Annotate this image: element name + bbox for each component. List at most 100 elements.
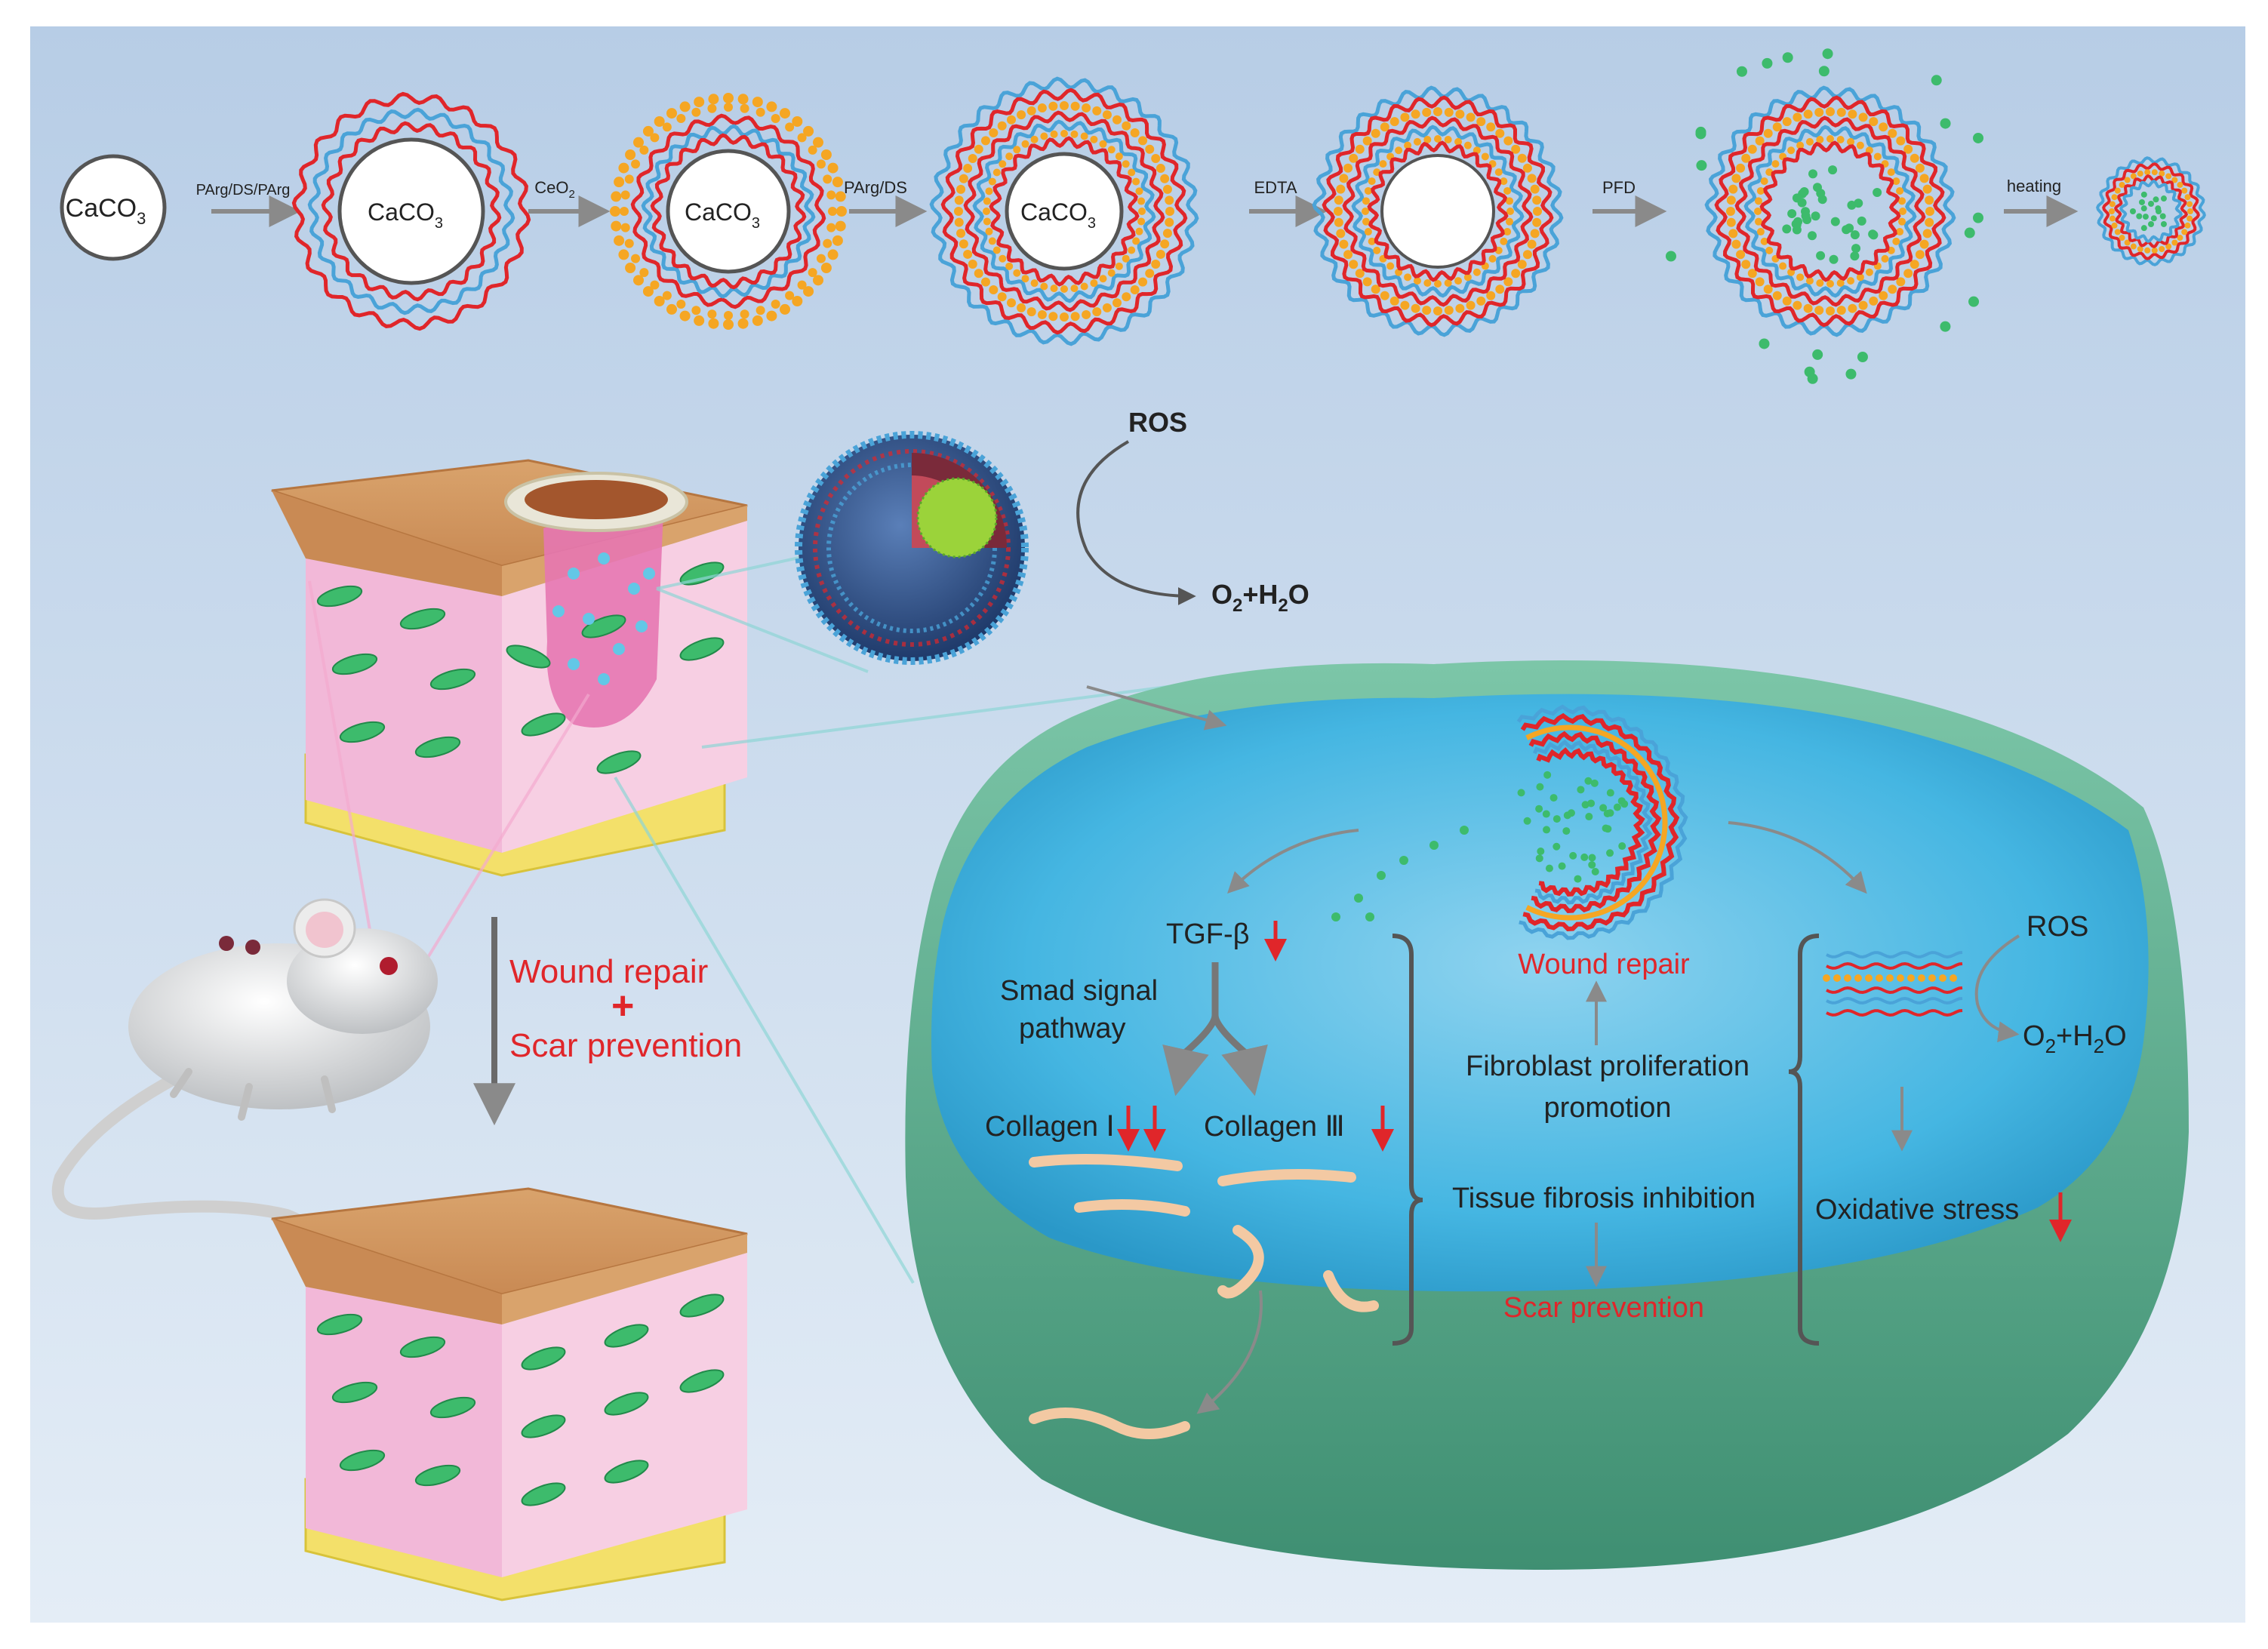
released-pfd-dots	[1331, 771, 1629, 921]
ceo2-dot	[1844, 974, 1851, 982]
collagen-fibers	[1029, 1154, 1379, 1439]
ceo2-dot	[1854, 974, 1862, 982]
capsule-shell-layer	[1528, 731, 1662, 913]
nanoparticle-dot	[643, 568, 655, 580]
tgf-pathway: TGF-β Smad signal pathway Collagen Ⅰ Col…	[985, 918, 1394, 1439]
fibroblast-cell	[521, 1346, 566, 1371]
shell-layer-fragment	[1823, 950, 1963, 1017]
caco3-label: CaCO3	[368, 198, 443, 232]
tgf-beta-label: TGF-β	[1166, 918, 1250, 950]
step-label-pfd: PFD	[1602, 178, 1636, 197]
fibroblast-cell	[506, 645, 551, 669]
outcome-scar-prevention: Scar prevention	[509, 1027, 742, 1064]
tissue-fibrosis-inhibition: Tissue fibrosis inhibition	[1452, 1183, 1756, 1214]
cell-ros-label: ROS	[2026, 911, 2088, 943]
ds-ring	[641, 124, 816, 299]
capsule-shell-layer	[1516, 704, 1688, 940]
fibroblast-cell	[679, 1294, 725, 1318]
hollow-capsule	[1312, 85, 1564, 337]
healed-fibroblasts	[316, 1294, 725, 1506]
nanozyme-sphere	[795, 431, 1029, 665]
oxidative-stress-label: Oxidative stress	[1815, 1194, 2019, 1226]
fibroblast-cell	[521, 1414, 566, 1438]
ceo2-dot	[1918, 974, 1925, 982]
parg-outer-ring	[630, 113, 826, 309]
ceo2-dot	[1897, 974, 1904, 982]
fibroblast-cell	[399, 1336, 446, 1358]
outcome-wound-repair: Wound repair	[509, 953, 708, 990]
cell-ros-scavenging: ROS O2+H2O Oxidative stress	[1815, 911, 2127, 1242]
step-arrow-5: PFD	[1593, 178, 1667, 227]
ceo2-dots-2	[1362, 135, 1514, 288]
ceo2-dots-1	[954, 101, 1174, 321]
fibroblast-cell	[521, 1482, 566, 1506]
ceo2-dot	[1949, 974, 1957, 982]
wounded-skin-block	[271, 459, 748, 877]
parg-ring-3	[1759, 140, 1901, 282]
capsule-shell-layer	[1520, 712, 1680, 931]
fibroblast-cell	[905, 660, 2189, 1570]
step-label-edta: EDTA	[1254, 178, 1297, 197]
hollow-core	[1380, 154, 1495, 269]
nanoparticle-dot	[628, 583, 640, 595]
fibroblast-cell	[399, 608, 446, 630]
nanoparticle-dot	[635, 620, 648, 632]
ceo2-dot	[1833, 974, 1841, 982]
caco3-label: CaCO3	[685, 198, 760, 232]
released-nanoparticles	[552, 552, 655, 685]
fibroblast-cell	[414, 736, 461, 758]
particle-layer2: CaCO3	[610, 93, 847, 330]
fibroblast-cell	[521, 712, 566, 737]
ds-ring-2	[1351, 125, 1525, 298]
nanoparticle-dot	[613, 643, 625, 655]
step-arrow-3: PArg/DS	[844, 178, 928, 227]
parg-ring-2	[2114, 174, 2188, 248]
fibroblast-cell	[596, 750, 642, 774]
ros-scavenging-reaction: ROS O2+H2O	[1076, 407, 1309, 616]
particle-layer3: CaCO3	[929, 76, 1199, 346]
treatment-outcome: Wound repair + Scar prevention	[473, 917, 742, 1126]
polymer-layer	[1826, 996, 1963, 1005]
parg-outer-ring	[291, 91, 531, 331]
ds-ring-2	[972, 119, 1156, 303]
dermal-fibroblasts	[316, 561, 725, 774]
uptake-arrow	[1086, 685, 1227, 731]
fibroblast-cell	[679, 637, 725, 661]
ceo2-dots-mid	[620, 103, 837, 320]
fibroblast-cell	[604, 1460, 649, 1484]
ceo2-dot	[1928, 974, 1936, 982]
ds-outer-ring	[1704, 85, 1956, 337]
fibroblast-cell	[414, 1464, 461, 1487]
svg-text:CaCO3: CaCO3	[66, 194, 146, 228]
fibroblast-cell	[331, 653, 378, 675]
ros-label: ROS	[1128, 407, 1187, 438]
ds-ring	[307, 107, 515, 315]
cytoplasm	[931, 694, 2149, 1292]
nanoparticle-dot	[598, 552, 610, 565]
zoom-guides	[308, 549, 1284, 1284]
caco3-core	[666, 149, 791, 274]
cell-o2-h2o-label: O2+H2O	[2023, 1020, 2127, 1057]
cell-scar-prevention: Scar prevention	[1503, 1292, 1704, 1324]
nanoparticle-dot	[598, 673, 610, 685]
nanoparticle-dot	[552, 605, 565, 617]
step-arrow-6: heating	[2004, 177, 2079, 227]
step-label-parg-ds: PArg/DS	[844, 178, 907, 197]
parg-ring-2	[1734, 115, 1926, 307]
ceo2-dots	[2109, 169, 2193, 254]
parg-ring-2	[1342, 115, 1534, 307]
mouse-eye	[380, 957, 398, 975]
capsule-shell-layer	[1536, 747, 1645, 897]
step-label-heating: heating	[2007, 177, 2061, 195]
fibroblast-cell	[339, 721, 386, 743]
step-label-parg-ds-parg: PArg/DS/PArg	[196, 182, 291, 198]
fibroblast-cell	[316, 1313, 363, 1336]
parg-ring-1	[1322, 95, 1554, 328]
ds-outer-ring	[1312, 85, 1564, 337]
step-label-ceo2: CeO	[534, 178, 568, 197]
polymer-layer	[1826, 986, 1963, 995]
caco3-core	[1005, 152, 1124, 271]
parg-ring-3	[1367, 140, 1509, 282]
caco3-core	[337, 137, 485, 285]
